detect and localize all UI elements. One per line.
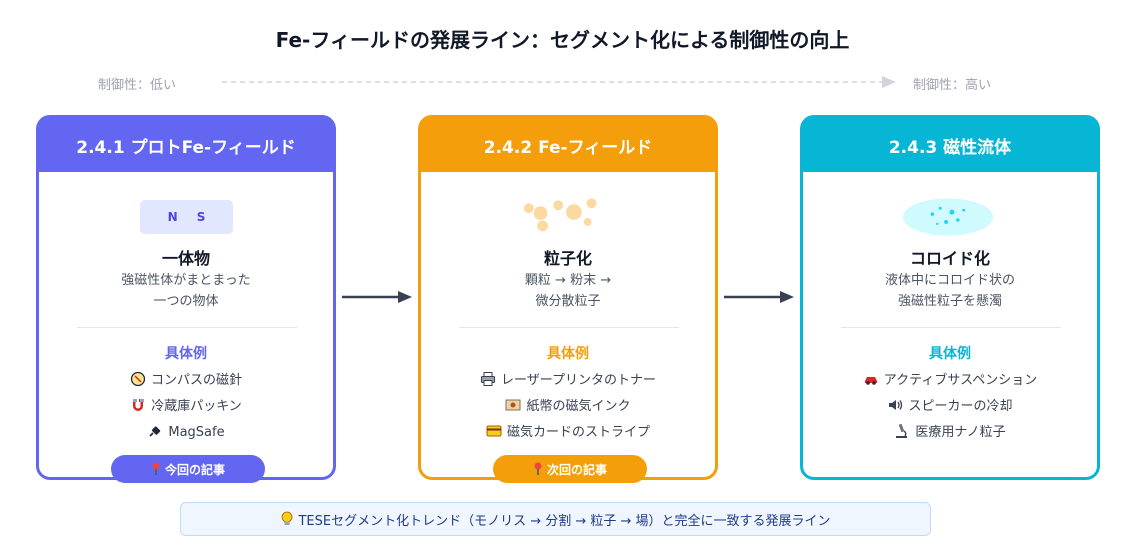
- description-line: 一つの物体: [153, 294, 219, 309]
- list-item: 冷蔵庫パッキン: [39, 394, 333, 420]
- example-text: アクティブサスペンション: [883, 373, 1038, 388]
- card-name: 一体物: [161, 249, 210, 268]
- card-ferrofluid: 2.4.3 磁性流体 コロイド化 液体中にコロイド状の 強磁性粒子を懸濁 具体例: [800, 115, 1100, 480]
- examples-heading: 具体例: [165, 346, 207, 362]
- list-item: コンパスの磁針: [39, 368, 333, 394]
- microscope-icon: [896, 423, 908, 438]
- description-line: 強磁性体がまとまった: [121, 273, 251, 288]
- list-item: アクティブサスペンション: [803, 368, 1097, 394]
- card-description: 顆粒 → 粉末 → 微分散粒子: [421, 270, 715, 312]
- plug-icon: [149, 426, 161, 437]
- north-pole-label: N: [167, 210, 178, 224]
- card-header: 2.4.3 磁性流体: [803, 118, 1097, 172]
- divider: [459, 327, 679, 328]
- compass-icon: [130, 371, 146, 387]
- description-line: 液体中にコロイド状の: [884, 273, 1015, 288]
- speaker-icon: [889, 400, 903, 410]
- control-scale-arrow: [222, 76, 896, 88]
- description-line: 強磁性粒子を懸濁: [897, 294, 1002, 309]
- next-article-badge[interactable]: 次回の記事: [493, 455, 647, 483]
- examples-heading: 具体例: [929, 346, 971, 362]
- example-text: MagSafe: [168, 425, 225, 440]
- printer-icon: [481, 372, 496, 386]
- card-description: 液体中にコロイド状の 強磁性粒子を懸濁: [803, 270, 1097, 312]
- badge-label: 今回の記事: [164, 462, 225, 477]
- example-text: コンパスの磁針: [150, 373, 242, 388]
- divider: [77, 327, 297, 328]
- control-low-label: 制御性：低い: [98, 78, 177, 93]
- example-text: 冷蔵庫パッキン: [151, 399, 242, 414]
- footer-note: TESEセグメント化トレンド（モノリス → 分割 → 粒子 → 場）と完全に一致…: [180, 502, 931, 536]
- description-line: 微分散粒子: [535, 294, 601, 309]
- example-text: 磁気カードのストライプ: [506, 425, 650, 440]
- current-article-badge[interactable]: 今回の記事: [111, 455, 265, 483]
- list-item: 紙幣の磁気インク: [421, 394, 715, 420]
- example-text: 医療用ナノ粒子: [915, 425, 1006, 440]
- list-item: 医療用ナノ粒子: [803, 420, 1097, 446]
- particles-illustration: [523, 198, 597, 232]
- card-name: 粒子化: [543, 249, 592, 268]
- badge-label: 次回の記事: [546, 462, 607, 477]
- magnet-bar-illustration: N S: [140, 200, 233, 234]
- lightbulb-icon: [282, 511, 293, 525]
- card-header: 2.4.1 プロトFe-フィールド: [39, 118, 333, 172]
- description-line: 顆粒 → 粉末 →: [524, 273, 612, 288]
- card-name: コロイド化: [909, 249, 990, 268]
- pin-icon: [534, 462, 542, 475]
- colloid-illustration: [902, 198, 994, 236]
- progress-arrow: [342, 291, 412, 303]
- card-description: 強磁性体がまとまった 一つの物体: [39, 270, 333, 312]
- example-text: レーザープリンタのトナー: [501, 373, 656, 388]
- south-pole-label: S: [196, 210, 206, 224]
- control-high-label: 制御性：高い: [913, 78, 992, 93]
- divider: [841, 327, 1061, 328]
- list-item: 磁気カードのストライプ: [421, 420, 715, 446]
- list-item: レーザープリンタのトナー: [421, 368, 715, 394]
- examples-list: コンパスの磁針 冷蔵庫パッキン MagSafe: [39, 368, 333, 446]
- banknote-icon: [505, 399, 521, 411]
- magnet-icon: [133, 399, 145, 411]
- list-item: MagSafe: [39, 420, 333, 446]
- examples-list: レーザープリンタのトナー 紙幣の磁気インク 磁気カードのストライプ: [421, 368, 715, 446]
- card-header: 2.4.2 Fe-フィールド: [421, 118, 715, 172]
- example-text: 紙幣の磁気インク: [526, 399, 631, 414]
- credit-card-icon: [486, 425, 502, 437]
- example-text: スピーカーの冷却: [908, 399, 1013, 414]
- card-fe-field: 2.4.2 Fe-フィールド 粒子化 顆粒 → 粉末 → 微分散粒子 具体例 レ…: [418, 115, 718, 483]
- page-title: Fe-フィールドの発展ライン：セグメント化による制御性の向上: [275, 28, 850, 52]
- list-item: スピーカーの冷却: [803, 394, 1097, 420]
- examples-heading: 具体例: [547, 346, 589, 362]
- examples-list: アクティブサスペンション スピーカーの冷却 医療用ナノ粒子: [803, 368, 1097, 446]
- card-proto-fe-field: 2.4.1 プロトFe-フィールド N S 一体物 強磁性体がまとまった 一つの…: [36, 115, 336, 483]
- progress-arrow: [724, 291, 794, 303]
- footer-text: TESEセグメント化トレンド（モノリス → 分割 → 粒子 → 場）と完全に一致…: [298, 513, 831, 529]
- pin-icon: [152, 462, 160, 475]
- car-icon: [864, 377, 877, 385]
